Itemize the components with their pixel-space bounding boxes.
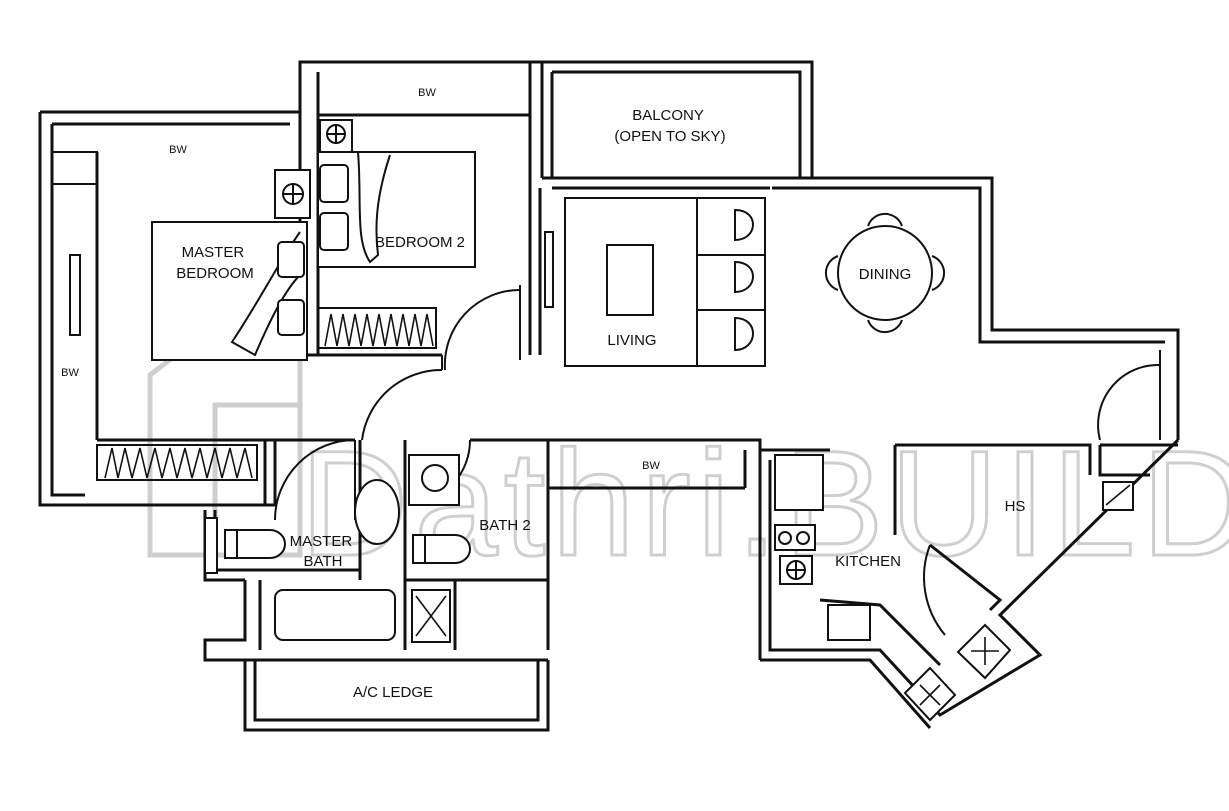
label-hs: HS	[1005, 498, 1026, 515]
pillow	[319, 212, 349, 251]
dining-table	[837, 225, 933, 321]
label-master-bath: MASTER BATH	[290, 533, 357, 570]
sink	[827, 604, 871, 641]
pillow	[277, 241, 305, 278]
label-bedroom-2: BEDROOM 2	[375, 234, 465, 251]
master-bedroom-furniture	[96, 169, 311, 481]
bedroom-2-wardrobe	[317, 307, 437, 349]
kitchen-fixtures	[774, 454, 1134, 722]
label-balcony: BALCONY (OPEN TO SKY)	[614, 107, 725, 145]
label-bw-corridor: BW	[642, 460, 660, 472]
master-wardrobe	[96, 444, 258, 481]
label-kitchen: KITCHEN	[835, 553, 901, 570]
fridge	[774, 454, 824, 511]
doors	[274, 285, 1161, 636]
room-labels: MASTER BEDROOM BEDROOM 2 BALCONY (OPEN T…	[176, 107, 1025, 701]
master-basin	[354, 479, 400, 545]
toilet-2	[424, 534, 471, 564]
basin-2-counter	[408, 454, 460, 506]
bath-fixtures	[224, 454, 471, 643]
bedroom-2-furniture	[317, 119, 476, 349]
bathtub	[274, 589, 396, 641]
pillow	[319, 164, 349, 203]
label-bath-2: BATH 2	[479, 517, 530, 534]
wardrobe-labels: BW BW BW BW	[61, 87, 660, 472]
windows	[69, 231, 554, 574]
label-bw-master-left: BW	[61, 367, 79, 379]
sofa	[696, 197, 766, 367]
coffee-table	[606, 244, 654, 316]
label-master-bedroom: MASTER BEDROOM	[176, 244, 254, 282]
pillow	[277, 299, 305, 336]
living-furniture	[564, 197, 766, 367]
label-bw-master-top: BW	[169, 144, 187, 156]
label-dining: DINING	[859, 266, 912, 283]
label-living: LIVING	[607, 332, 656, 349]
master-toilet	[236, 529, 286, 559]
basin-2	[421, 464, 449, 492]
walls	[38, 60, 1180, 732]
dining-furniture	[824, 212, 946, 334]
label-ac-ledge: A/C LEDGE	[353, 684, 433, 701]
label-bw-bedroom-2: BW	[418, 87, 436, 99]
